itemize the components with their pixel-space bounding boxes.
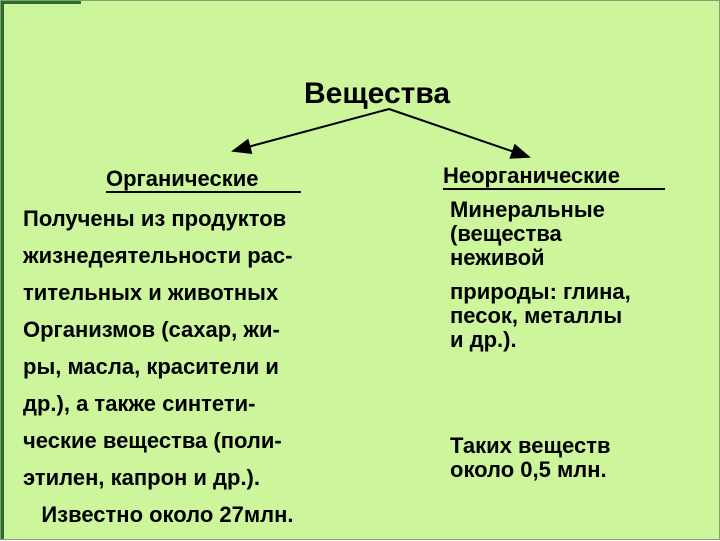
organic-text-line: ческие вещества (поли- [23,428,282,453]
inorganic-heading-underline [443,188,665,190]
inorganic-heading: Неорганические [443,163,620,188]
corner-band [1,1,81,4]
organic-heading: Органические [106,166,259,191]
arrow-to-organic [231,108,390,155]
organic-text-line: Организмов (сахар, жи- [23,317,280,342]
inorganic-text-line: песок, металлы [450,303,623,328]
organic-text-line: Получены из продуктов [23,206,287,231]
organic-heading-underline [106,191,301,193]
organic-text-line: ры, масла, красители и [23,354,279,379]
organic-count: Известно около 27млн. [23,502,294,527]
left-edge [1,1,4,539]
arrow-to-inorganic [388,108,531,159]
organic-text-line: жизнедеятельности рас- [23,243,293,268]
inorganic-text-line: природы: глина, [450,279,631,304]
inorganic-text-line: Минеральные [450,197,605,222]
inorganic-text-line: (вещества [450,221,562,246]
organic-text-line: др.), а также синтети- [23,391,256,416]
diagram-title: Вещества [304,77,451,110]
inorganic-text-line: неживой [450,245,545,270]
organic-text-line: тительных и животных [23,280,279,305]
organic-text-line: этилен, капрон и др.). [23,465,260,490]
inorganic-text-line: и др.). [450,327,517,352]
inorganic-count-line: около 0,5 млн. [450,457,607,482]
inorganic-count-line: Таких веществ [450,433,611,458]
